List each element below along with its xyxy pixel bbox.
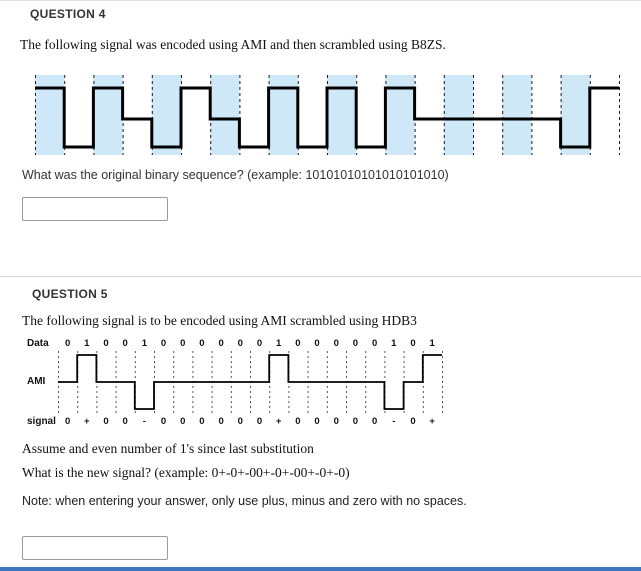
signal-symbol: 0 — [122, 416, 128, 427]
question-4-section: QUESTION 4 The following signal was enco… — [0, 7, 641, 221]
hdb3-figure: Data 0 1 0 0 1 0 0 0 0 0 0 1 0 0 0 0 0 1 0 1 AMI signal 0 +0… — [22, 337, 641, 429]
data-bit: 1 — [141, 338, 147, 349]
question-divider — [0, 276, 641, 277]
signal-symbol: + — [429, 416, 435, 427]
question-5-answer-input[interactable] — [22, 536, 168, 560]
data-bit: 0 — [122, 338, 128, 349]
signal-symbol: - — [142, 416, 146, 427]
signal-symbol: 0 — [180, 416, 186, 427]
signal-symbol: 0 — [160, 416, 167, 427]
question-5-header: QUESTION 5 — [32, 287, 108, 301]
question-5-section: QUESTION 5 The following signal is to be… — [0, 287, 641, 560]
signal-symbol: 0 — [256, 416, 263, 427]
signal-symbol: 0 — [352, 416, 359, 427]
signal-symbol: 0 — [371, 416, 378, 427]
question-4-question-text: What was the original binary sequence? (… — [22, 168, 449, 182]
signal-symbol: 0 — [410, 416, 416, 427]
data-bit: 0 — [314, 338, 320, 349]
question-4-header: QUESTION 4 — [30, 7, 106, 21]
data-row-label: Data — [27, 338, 49, 349]
data-bit: 0 — [352, 338, 359, 349]
signal-symbol: + — [84, 416, 90, 427]
data-bit: 1 — [84, 338, 90, 349]
data-bit: 0 — [180, 338, 186, 349]
ami-wave-figrow: AMI — [22, 351, 641, 413]
question-4-prompt: The following signal was encoded using A… — [20, 37, 446, 52]
data-bit: 0 — [333, 338, 339, 349]
signal-values-row: 0 +0 0 - 0 0 0 0 0 0 +0 0 0 0 0 - 0 + — [58, 415, 442, 429]
data-bit: 1 — [391, 338, 397, 349]
data-bit: 0 — [256, 338, 263, 349]
ami-waveform-diagram — [58, 351, 443, 413]
data-bit: 0 — [160, 338, 167, 349]
bit-cell-shading — [560, 75, 590, 155]
waveform-line — [35, 86, 619, 149]
signal-symbol: 0 — [199, 416, 205, 427]
question-4-answer-input[interactable] — [22, 197, 168, 221]
bit-cell-shading — [210, 75, 240, 155]
signal-symbol: + — [275, 416, 282, 427]
data-bit: 0 — [64, 338, 71, 349]
bit-cell-shading — [151, 75, 181, 155]
data-bits-figrow: Data 0 1 0 0 1 0 0 0 0 0 0 1 0 0 0 0 0 1 0 1 — [22, 337, 641, 351]
data-bit: 0 — [410, 338, 416, 349]
data-bit: 0 — [218, 338, 224, 349]
data-bits-row: 0 1 0 0 1 0 0 0 0 0 0 1 0 0 0 0 0 1 0 1 — [58, 337, 442, 351]
signal-symbol: 0 — [218, 416, 224, 427]
signal-row-label: signal — [27, 416, 56, 427]
signal-figrow: signal 0 +0 0 - 0 0 0 0 0 0 +0 0 0 0 0 - 0 + — [22, 415, 641, 429]
waveform-line — [58, 354, 442, 410]
data-bit: 0 — [371, 338, 378, 349]
data-bit: 1 — [276, 338, 282, 349]
bottom-accent-bar — [0, 567, 641, 571]
data-bit: 1 — [429, 338, 435, 349]
signal-symbol: - — [392, 416, 396, 427]
signal-symbol: 0 — [103, 416, 109, 427]
question-5-prompt: The following signal is to be encoded us… — [22, 313, 417, 328]
data-bit: 0 — [295, 338, 301, 349]
signal-symbol: 0 — [314, 416, 320, 427]
signal-symbol: 0 — [295, 416, 301, 427]
bit-cell-shading — [502, 75, 532, 155]
data-bit: 0 — [103, 338, 109, 349]
data-bit: 0 — [237, 338, 243, 349]
data-bit: 0 — [199, 338, 205, 349]
signal-symbol: 0 — [64, 416, 71, 427]
signal-symbol: 0 — [333, 416, 339, 427]
bit-cell-shading — [443, 75, 473, 155]
question-5-question-text: What is the new signal? (example: 0+-0+-… — [22, 465, 350, 480]
ami-row-label: AMI — [27, 376, 46, 387]
signal-symbol: 0 — [237, 416, 243, 427]
question-5-note: Note: when entering your answer, only us… — [22, 494, 467, 508]
question-4-waveform-figure — [35, 75, 641, 155]
b8zs-waveform-diagram — [35, 75, 620, 155]
question-5-assumption: Assume and even number of 1's since last… — [22, 441, 314, 456]
